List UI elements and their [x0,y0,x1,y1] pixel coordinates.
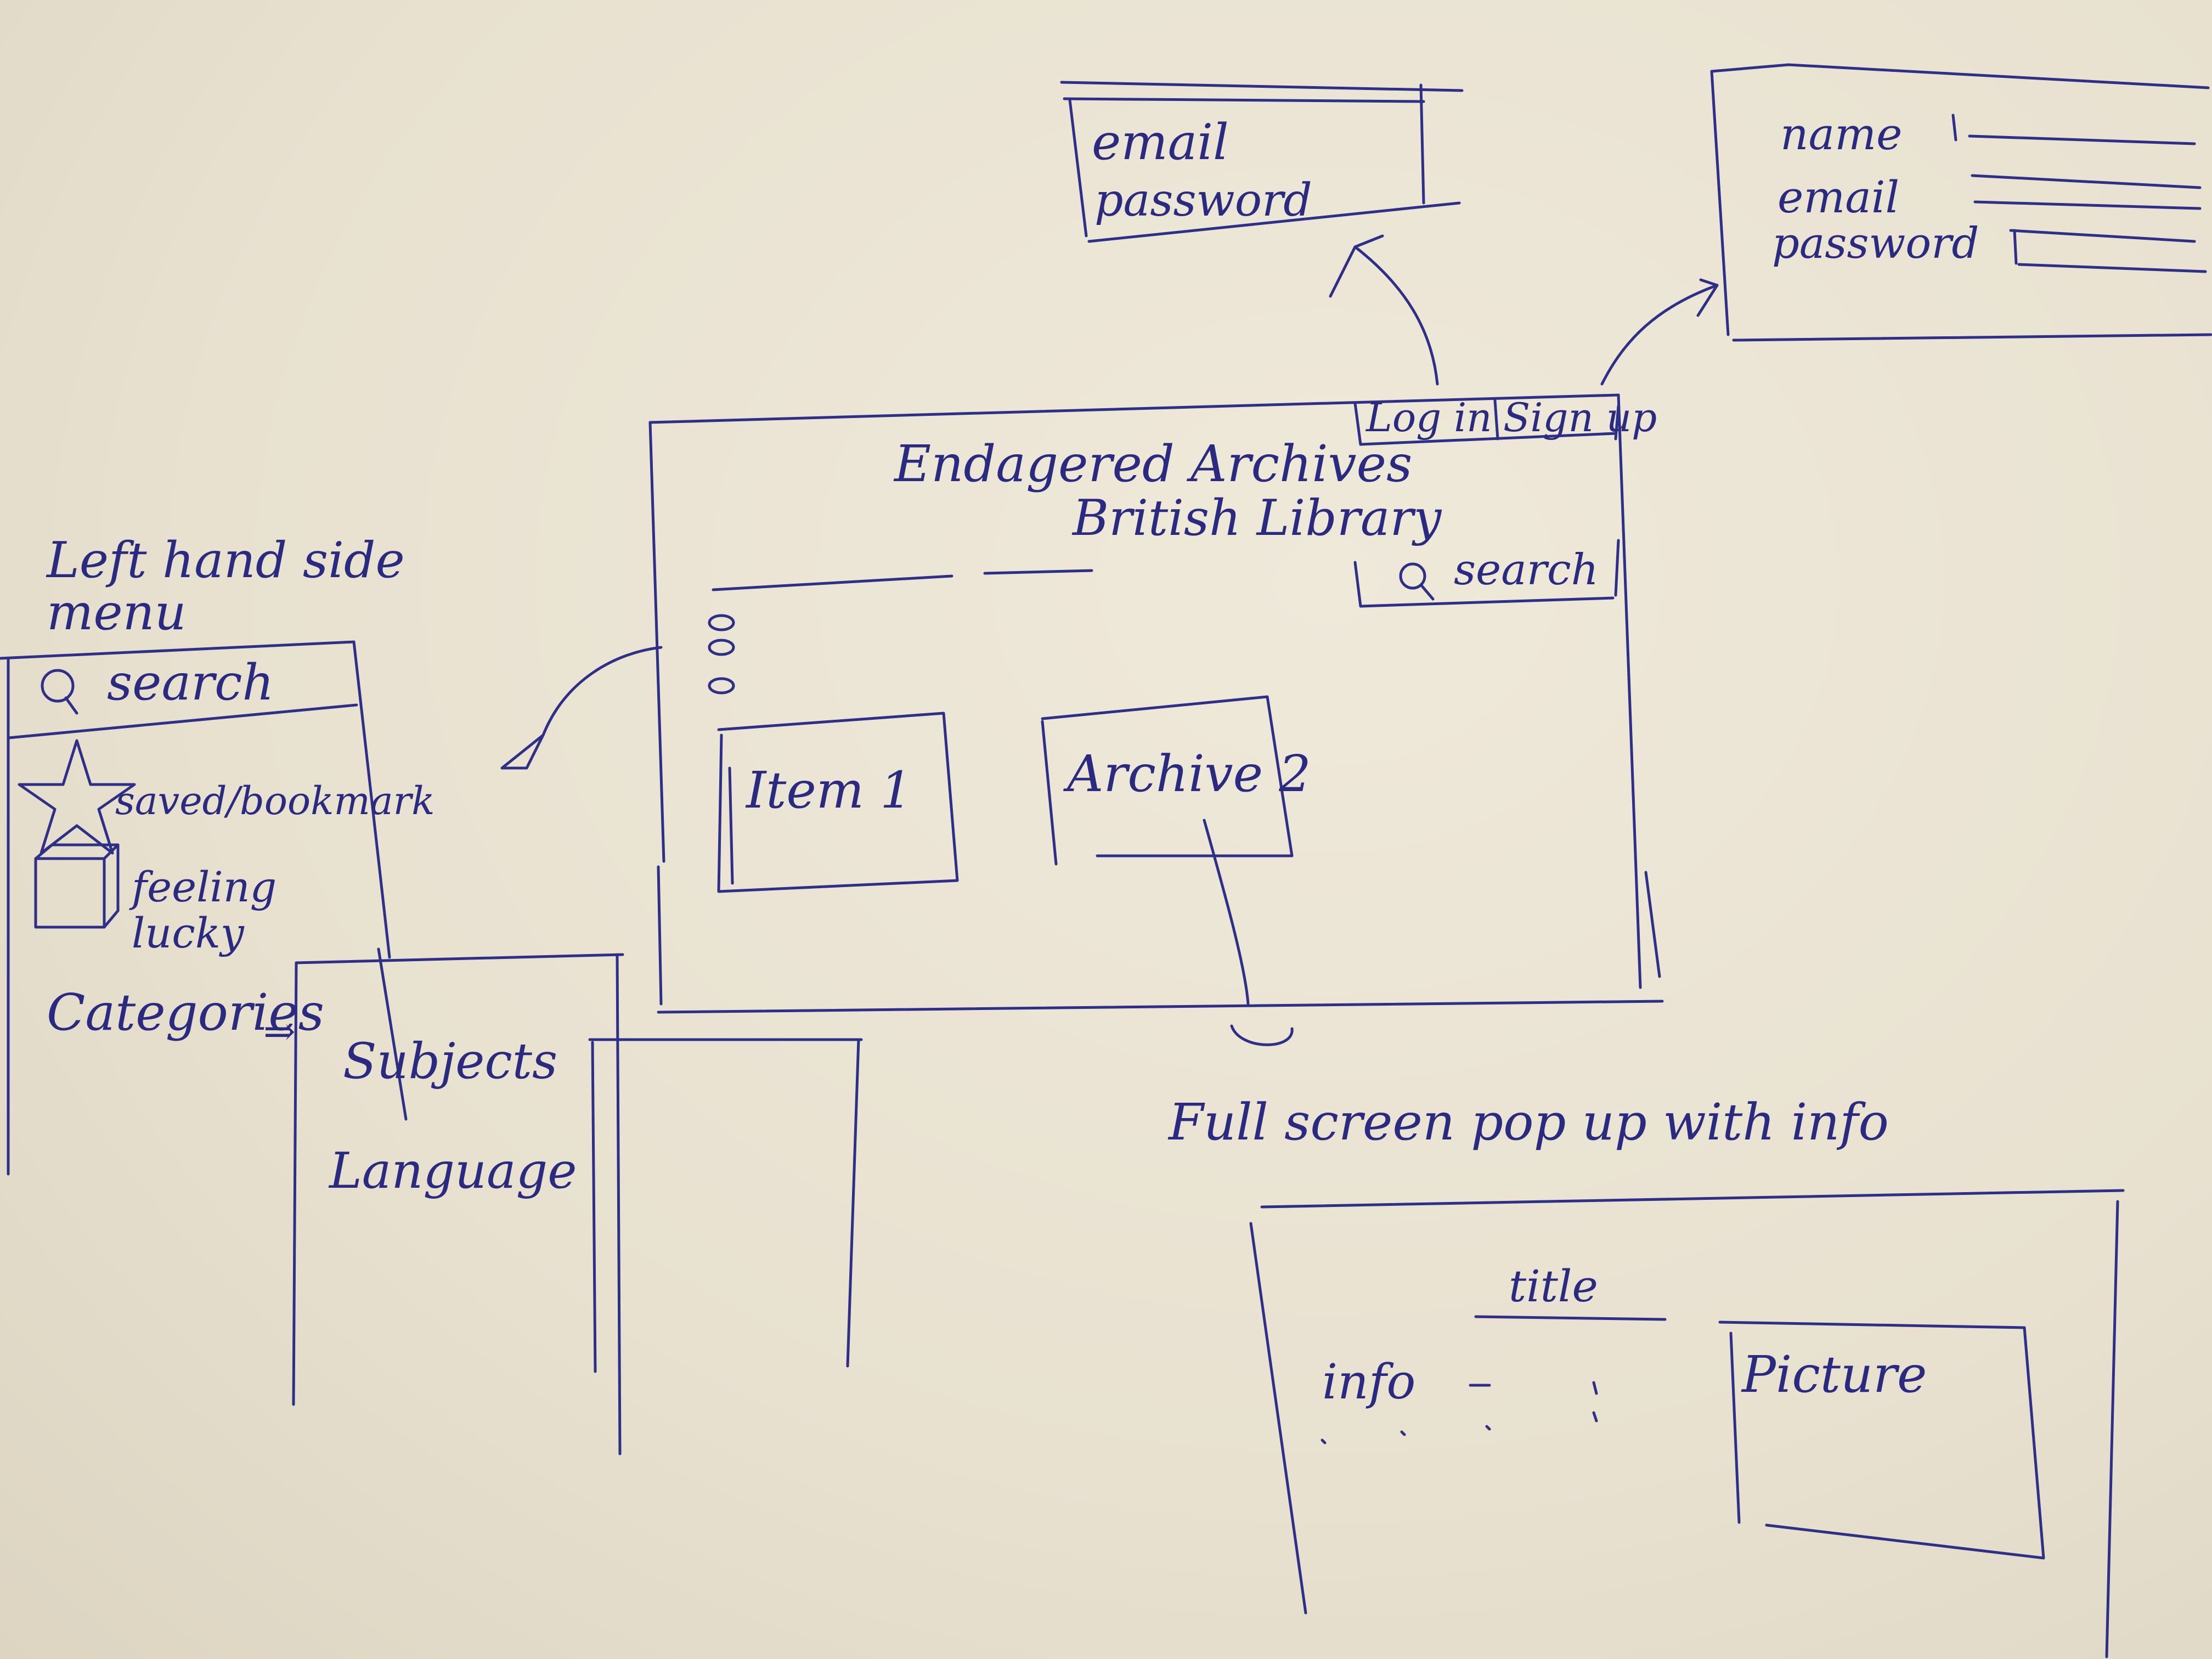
categories-item[interactable]: Categories [47,983,324,1042]
login-popup-box [1060,81,1464,243]
main-search-icon [1399,562,1426,590]
signup-password-field [2017,263,2207,273]
lucky-box-icon [34,857,106,929]
submenu-language[interactable]: Language [329,1142,577,1200]
arrow-to-login [1353,245,1439,386]
popup-caption: Full screen pop up with info [1169,1093,1889,1152]
info-title-underline [1474,1315,1667,1321]
signup-email-field [1973,200,2202,210]
signup-popup-box [1710,63,2212,342]
signup-name-field [1968,134,2196,145]
signup-password-label: password [1772,219,1979,268]
side-menu-heading: Left hand side menu [47,532,405,641]
info-picture-box [1718,1321,2045,1560]
card-item-1[interactable]: Item 1 [746,761,912,820]
signup-email-label: email [1778,172,1900,223]
arrowhead-signup [1696,278,1719,317]
side-search-input[interactable]: search [107,654,274,712]
signup-button[interactable]: Sign up [1503,394,1657,441]
login-button[interactable]: Log in [1366,394,1492,441]
side-search-icon [41,669,75,703]
saved-bookmark-item[interactable]: saved/bookmark [115,778,435,823]
hamburger-icon [708,614,735,631]
side-menu-frame [0,640,863,1455]
page-subtitle: British Library [1073,489,1442,547]
arrowhead-login [1329,234,1384,298]
categories-arrow-icon: ⇒ [263,1009,296,1054]
login-email-label: email [1092,114,1229,171]
submenu-subjects[interactable]: Subjects [343,1032,558,1090]
info-popup-frame [1249,1189,2125,1658]
page-title: Endagered Archives [894,435,1413,493]
arrow-to-side-menu [541,646,663,737]
info-popup-info: info [1322,1353,1416,1410]
card-archive-2[interactable]: Archive 2 [1067,744,1311,803]
info-popup-picture: Picture [1742,1345,1927,1404]
login-password-label: password [1094,174,1312,227]
main-page-frame [648,393,1664,1014]
info-popup-title: title [1509,1261,1598,1312]
feeling-lucky-item[interactable]: feeling lucky [132,862,277,957]
arrow-to-signup [1600,284,1719,386]
arrow-to-info-popup [1203,819,1250,1006]
star-icon [18,739,136,855]
arrowhead-side-menu [500,733,545,770]
signup-name-label: name [1780,109,1903,160]
main-search-input[interactable]: search [1454,545,1599,595]
arrow-end-cup [1230,1024,1294,1046]
